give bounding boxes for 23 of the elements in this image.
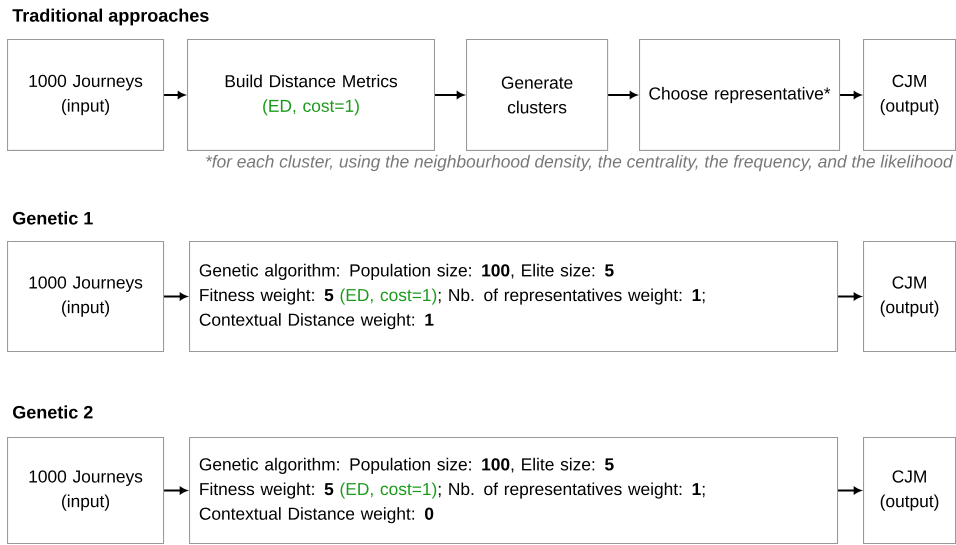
process-box: 1000 Journeys (input) xyxy=(7,39,164,151)
process-box: CJM (output) xyxy=(863,437,956,544)
arrow xyxy=(840,91,861,99)
process-box: 1000 Journeys (input) xyxy=(7,241,164,352)
arrow xyxy=(164,486,187,494)
section-heading: Traditional approaches xyxy=(12,8,209,26)
section-heading: Genetic 2 xyxy=(13,405,93,419)
process-box: Genetic algorithm: Population size: 100, Elite size: 5 Fitness weight: 5 (ED, cost=1); Nb. of representatives weight: 1; Contextual Distance weight: 0 xyxy=(189,437,838,544)
arrow xyxy=(838,486,861,494)
arrow xyxy=(838,292,861,300)
process-box: 1000 Journeys (input) xyxy=(7,437,164,544)
process-box: Choose representative* xyxy=(639,39,840,151)
process-box: CJM (output) xyxy=(863,241,956,352)
process-box: Generate clusters xyxy=(466,39,608,151)
arrow xyxy=(164,91,185,99)
section-heading: Genetic 1 xyxy=(13,211,93,225)
arrow xyxy=(164,292,187,300)
process-box: Genetic algorithm: Population size: 100, Elite size: 5 Fitness weight: 5 (ED, cost=1); Nb. of representatives weight: 1; Contextual Distance weight: 1 xyxy=(189,241,838,352)
arrow xyxy=(435,91,464,99)
process-box: CJM (output) xyxy=(863,39,956,151)
process-box: Build Distance Metrics (ED, cost=1) xyxy=(187,39,435,151)
arrow xyxy=(608,91,637,99)
footnote: *for each cluster, using the neighbourhood density, the centrality, the frequency, and the likelihood xyxy=(206,154,954,172)
